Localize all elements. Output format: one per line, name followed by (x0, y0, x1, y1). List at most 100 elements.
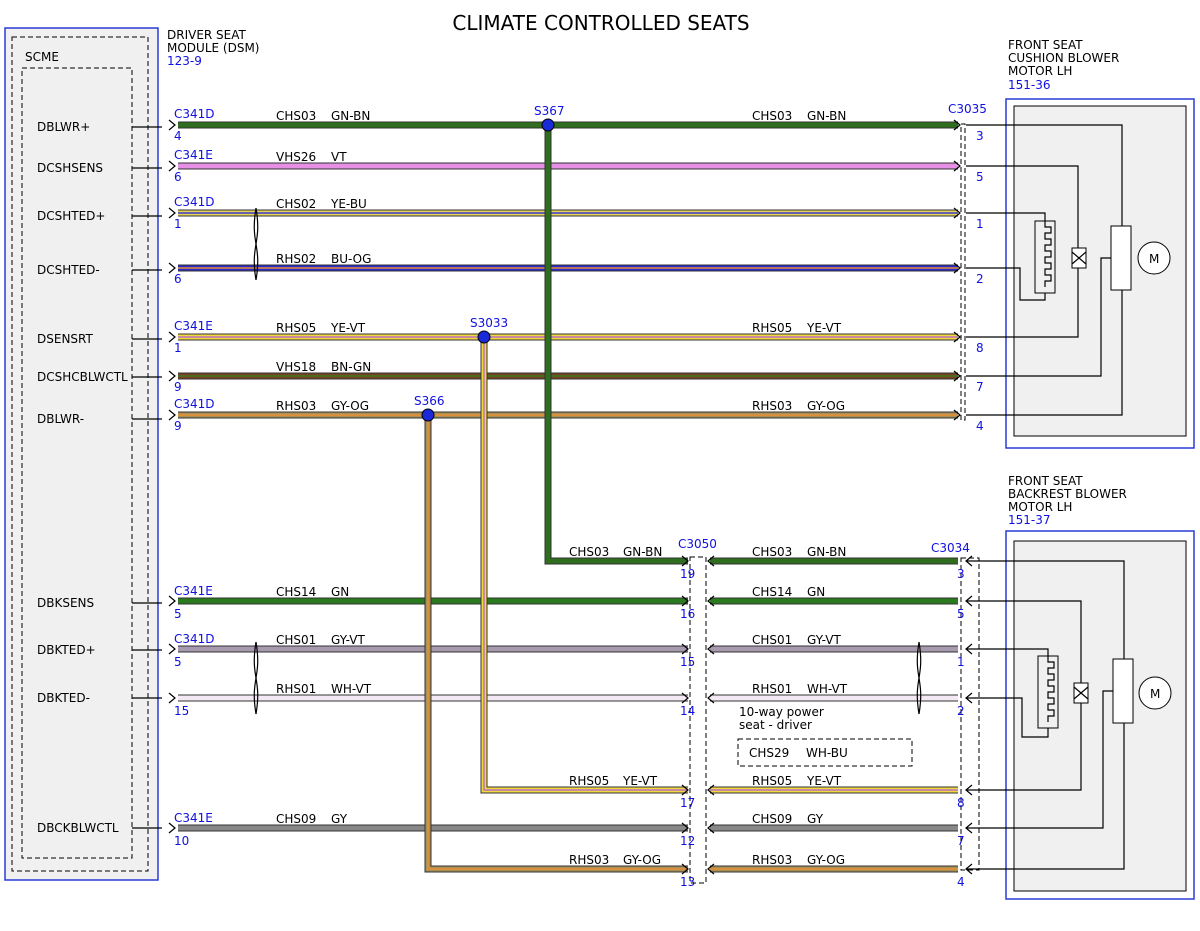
bottom-wire-circuit: CHS14 (276, 585, 316, 599)
splice-dot (477, 330, 491, 344)
connector-arrow (707, 863, 715, 875)
bottom-wire-right-color: GY (807, 812, 824, 826)
inline-note-line-1: 10-way power (739, 705, 824, 719)
branch-wire-circuit: CHS03 (569, 545, 609, 559)
bottom-wire-right-circuit: CHS09 (752, 812, 792, 826)
top-wire-connector: C341D (174, 397, 215, 411)
twisted-pair-marker (253, 641, 259, 715)
branch-wire-end-pin: 4 (957, 875, 965, 889)
bottom-wire-connector: C341E (174, 811, 213, 825)
backrest-motor-name-line-1: FRONT SEAT (1008, 474, 1083, 488)
connector-arrow (707, 643, 715, 655)
bottom-wire-color: GN (331, 585, 349, 599)
connector-arrow (681, 822, 689, 834)
branch-wire-right-color: GY-OG (807, 853, 845, 867)
top-wire-connector: C341D (174, 107, 215, 121)
module-pin-label: DCSHSENS (37, 161, 103, 175)
connector-arrow (707, 692, 715, 704)
top-wire-end-pin: 2 (976, 272, 984, 286)
connector-arrow (168, 119, 176, 131)
backrest-blower-plus (966, 560, 1125, 659)
module-pin-label: DCSHTED+ (37, 209, 105, 223)
connector-arrow (168, 370, 176, 382)
top-wire-pin: 1 (174, 341, 182, 355)
top-wire-right-color: GN-BN (807, 109, 846, 123)
branch-wire-right-color: YE-VT (806, 774, 842, 788)
connector-arrow (168, 262, 176, 274)
top-wire-pin: 4 (174, 129, 182, 143)
cushion-blower-ctl (966, 257, 1111, 377)
bottom-wire-mid-pin: 15 (680, 655, 695, 669)
module-outer-box (4, 27, 159, 881)
splice-label: S3033 (470, 316, 508, 330)
connector-arrow (953, 262, 961, 274)
connector-arrow (953, 160, 961, 172)
module-pin-label: DBLWR+ (37, 120, 90, 134)
bottom-wire-circuit: RHS01 (276, 682, 316, 696)
connector-arrow (953, 409, 961, 421)
backrest-connector-label: C3034 (931, 541, 970, 555)
connector-arrow (953, 119, 961, 131)
module-dashed-box (11, 36, 149, 872)
connector-arrow (681, 643, 689, 655)
top-wire-color: YE-BU (330, 197, 367, 211)
cushion-blower-plus (966, 124, 1123, 226)
bottom-wire-connector: C341E (174, 584, 213, 598)
top-wire-right-circuit: RHS05 (752, 321, 792, 335)
scme-dashed-box (21, 67, 133, 859)
bottom-wire-connector: C341D (174, 632, 215, 646)
bottom-wire-end-pin: 1 (957, 655, 965, 669)
branch-wire-circuit: RHS05 (569, 774, 609, 788)
top-wire-color: YE-VT (330, 321, 366, 335)
top-wire-right-circuit: RHS03 (752, 399, 792, 413)
branch-wire (425, 415, 688, 872)
connector-arrow (953, 370, 961, 382)
connector-arrow (168, 331, 176, 343)
backrest-blower-minus (966, 723, 1125, 870)
module-pin-label: DBLWR- (37, 412, 84, 426)
top-wire-circuit: CHS03 (276, 109, 316, 123)
top-wire-right-color: YE-VT (806, 321, 842, 335)
connector-arrow (168, 643, 176, 655)
connector-arrow (681, 692, 689, 704)
connector-arrow (168, 409, 176, 421)
branch-wire-mid-pin: 13 (680, 875, 695, 889)
connector-arrow (707, 595, 715, 607)
cushion-connector-label: C3035 (948, 102, 987, 116)
connector-arrow (707, 555, 715, 567)
bottom-wire-circuit: CHS09 (276, 812, 316, 826)
top-wire-end-pin: 8 (976, 341, 984, 355)
diagram-title: CLIMATE CONTROLLED SEATS (452, 11, 749, 35)
connector-arrow (953, 331, 961, 343)
connector-arrow (168, 692, 176, 704)
top-wire-right-circuit: CHS03 (752, 109, 792, 123)
branch-wire-right-circuit: CHS03 (752, 545, 792, 559)
top-wire-circuit: VHS26 (276, 150, 316, 164)
backrest-motor-ref: 151-37 (1008, 513, 1051, 527)
connector-arrow (681, 784, 689, 796)
cushion-motor-name-line-1: FRONT SEAT (1008, 38, 1083, 52)
chs29-color: WH-BU (806, 746, 848, 760)
inline-connector-label: C3050 (678, 537, 717, 551)
top-wire-color: VT (331, 150, 347, 164)
module-name-line-2: MODULE (DSM) (167, 41, 259, 55)
backrest-heater-element: M (1037, 655, 1172, 729)
module-pin-label: DSENSRT (37, 332, 93, 346)
module-pin-label: DBKTED- (37, 691, 90, 705)
cushion-heater-element: M (1034, 220, 1171, 294)
inline-note-line-2: seat - driver (739, 718, 812, 732)
branch-wire-outline (544, 125, 688, 565)
bottom-wire-mid-pin: 16 (680, 607, 695, 621)
backrest-motor-symbol: M (1150, 687, 1160, 701)
cushion-motor-name-line-3: MOTOR LH (1008, 64, 1072, 78)
branch-wire-stripe (427, 415, 688, 870)
top-wire-pin: 6 (174, 170, 182, 184)
bottom-wire-color: GY (331, 812, 348, 826)
connector-arrow (681, 555, 689, 567)
top-wire-pin: 9 (174, 380, 182, 394)
top-wire-end-pin: 1 (976, 217, 984, 231)
connector-arrow (707, 822, 715, 834)
connector-arrow (681, 863, 689, 875)
module-pin-label: DCSHCBLWCTL (37, 370, 128, 384)
bottom-wire-color: WH-VT (331, 682, 372, 696)
